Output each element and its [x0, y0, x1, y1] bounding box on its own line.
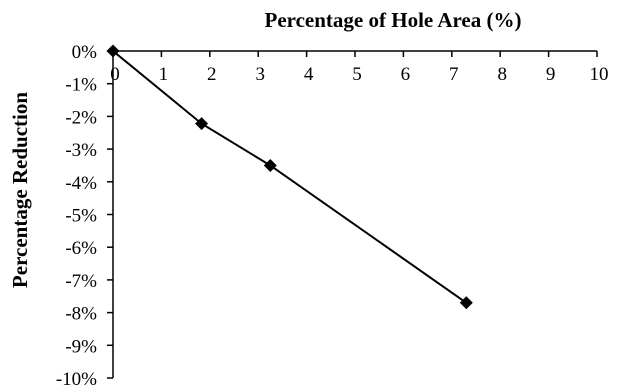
axes [112, 50, 597, 378]
y-tick-label: -4% [65, 173, 97, 194]
y-tick-label: -9% [65, 336, 97, 357]
y-tick-label: -8% [65, 304, 97, 325]
x-tick-label: 2 [207, 64, 217, 85]
x-tick-label: 3 [255, 64, 265, 85]
y-tick-label: -6% [65, 238, 97, 259]
x-tick-label: 5 [352, 64, 362, 85]
data-point-marker [263, 158, 277, 172]
y-tick-label: -5% [65, 206, 97, 227]
x-tick-label: 7 [449, 64, 459, 85]
series-line [112, 50, 467, 304]
y-axis-title: Percentage Reduction [8, 92, 32, 288]
x-tick-label: 4 [304, 64, 314, 85]
series-group [106, 44, 473, 310]
y-tick-label: -3% [65, 140, 97, 161]
x-tick-label: 9 [546, 64, 556, 85]
y-tick-label: 0% [72, 42, 98, 63]
data-point-marker [195, 117, 209, 131]
x-tick-label: 10 [590, 64, 609, 85]
x-tick-label: 6 [401, 64, 411, 85]
data-point-marker [459, 296, 473, 310]
y-tick-label: -1% [65, 75, 97, 96]
y-tick-label: -2% [65, 107, 97, 128]
x-axis-title: Percentage of Hole Area (%) [265, 8, 522, 32]
data-point-marker [106, 44, 120, 58]
x-tick-label: 0 [110, 64, 120, 85]
x-tick-label: 8 [497, 64, 507, 85]
y-axis-ticks: 0% -1% -2% -3% -4% -5% -6% -7% -8% -9% -10% [56, 42, 113, 388]
y-tick-label: -10% [56, 369, 97, 388]
x-axis-ticks: 0 1 2 3 4 5 6 7 8 9 10 [110, 51, 609, 85]
y-tick-label: -7% [65, 271, 97, 292]
x-tick-label: 1 [159, 64, 169, 85]
